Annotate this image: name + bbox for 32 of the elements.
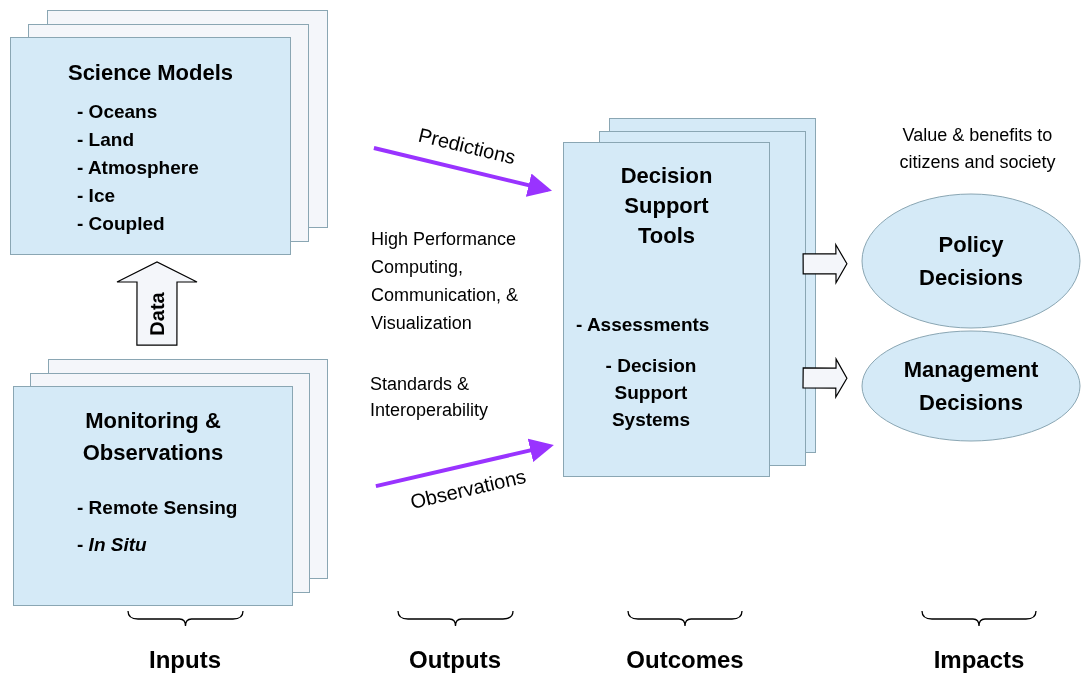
list-item: - Ice: [77, 184, 116, 208]
block-arrow: [802, 356, 848, 400]
list-item: - Remote Sensing: [77, 496, 238, 520]
stage-label: Outputs: [409, 645, 501, 675]
annotation-text: Value & benefits to citizens and society: [898, 124, 1057, 174]
list-item: - Oceans: [77, 100, 158, 124]
list-item: - In Situ: [77, 533, 147, 557]
box-heading: Monitoring & Observations: [81, 407, 225, 467]
stage-label: Impacts: [933, 645, 1025, 675]
block-arrow: [802, 242, 848, 286]
annotation-text: Standards & Interoperability: [370, 373, 490, 422]
edge-label: Data: [145, 291, 168, 336]
box-heading: Science Models: [66, 59, 235, 87]
decision-ellipse: [861, 330, 1081, 442]
list-item: - Coupled: [77, 212, 165, 236]
annotation-text: High Performance Computing, Communication, & Visualization: [371, 228, 520, 335]
list-item: - Decision Support Systems: [604, 354, 698, 432]
stage-label: Inputs: [149, 645, 221, 675]
block-arrow: [116, 261, 198, 346]
ellipse-text: Policy Decisions: [918, 231, 1024, 292]
list-item: - Land: [77, 128, 134, 152]
stacked-box: [13, 386, 293, 606]
arrow: [375, 438, 554, 489]
stacked-box: [563, 142, 770, 477]
stacked-box: [10, 37, 291, 255]
list-item: - Assessments: [576, 313, 711, 337]
decision-ellipse: [861, 193, 1081, 329]
arrow: [373, 146, 552, 197]
stage-label: Outcomes: [626, 645, 744, 675]
list-item: - Atmosphere: [77, 156, 199, 180]
ellipse-text: Management Decisions: [902, 356, 1040, 417]
box-heading: Decision Support Tools: [619, 162, 714, 250]
